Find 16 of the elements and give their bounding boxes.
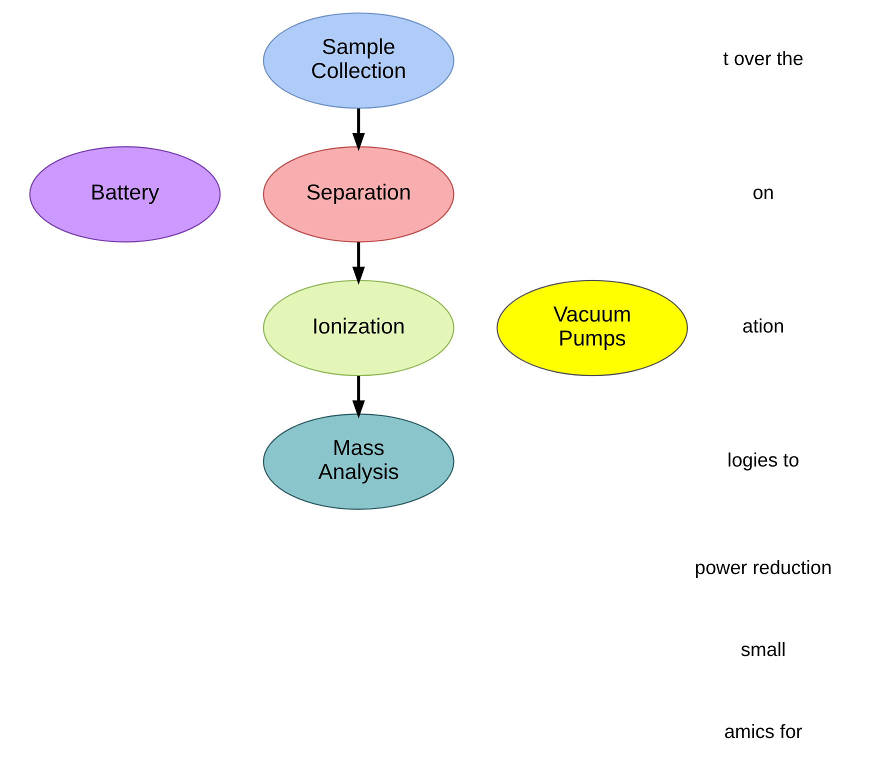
- label: small: [740, 640, 786, 661]
- label: amics for: [724, 722, 802, 743]
- node-ellipse: Vacuum Pumps: [496, 280, 688, 376]
- label: logies to: [726, 450, 799, 472]
- node-ellipse: Separation: [262, 146, 454, 242]
- label: on: [752, 182, 774, 204]
- node-ellipse: Ionization: [262, 280, 454, 376]
- label: ation: [742, 316, 784, 338]
- node-ellipse: Sample Collection: [262, 12, 454, 109]
- arrow: [352, 108, 364, 152]
- node-ellipse: Mass Analysis: [262, 414, 454, 510]
- label: t over the: [722, 49, 803, 70]
- arrow: [352, 376, 364, 419]
- node-ellipse: Battery: [28, 146, 220, 242]
- label: power reduction: [694, 558, 832, 580]
- arrow: [352, 242, 364, 285]
